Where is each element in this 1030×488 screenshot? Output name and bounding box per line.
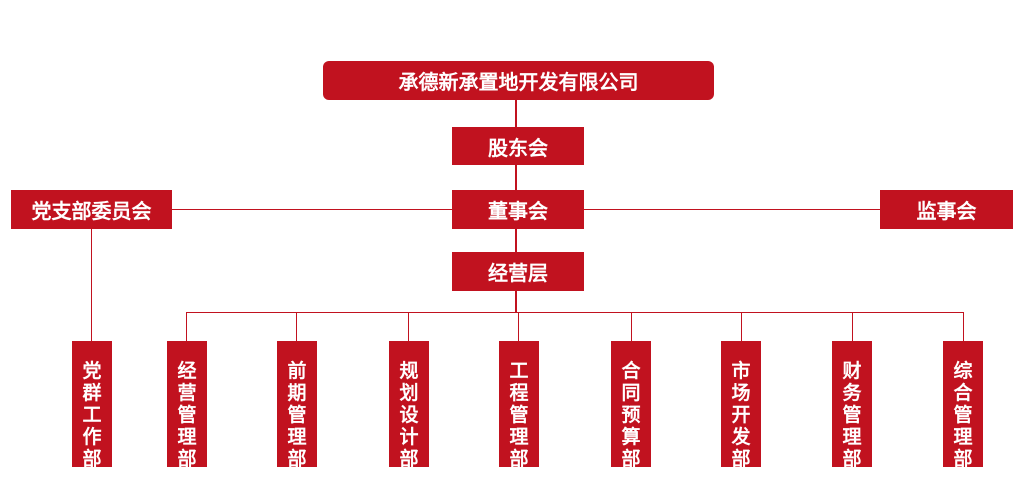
dept-market-development: 市场开发部市场开发部 bbox=[721, 341, 761, 470]
party-committee-box: 党支部委员会 bbox=[11, 190, 172, 229]
party-committee-label: 党支部委员会 bbox=[31, 199, 152, 223]
company-box: 承德新承置地开发有限公司 bbox=[323, 61, 714, 100]
connector-drop-5 bbox=[631, 312, 632, 342]
dept-finance-management: 财务管理部财务管理部 bbox=[832, 341, 872, 470]
dept-label-vertical: 党群工作部 bbox=[82, 360, 102, 470]
dept-label-vertical: 综合管理部 bbox=[953, 360, 973, 470]
dept-planning-design: 规划设计部规划设计部 bbox=[389, 341, 429, 470]
dept-party-affairs: 党群工作部党群工作部 bbox=[72, 341, 112, 470]
supervisors-label: 监事会 bbox=[916, 199, 977, 223]
shareholders-label: 股东会 bbox=[488, 135, 548, 160]
dept-label-vertical: 规划设计部 bbox=[399, 360, 419, 470]
management-box: 经营层 bbox=[452, 252, 584, 291]
dept-label-vertical: 财务管理部 bbox=[842, 360, 862, 470]
dept-label-vertical: 工程管理部 bbox=[509, 360, 529, 470]
board-label: 董事会 bbox=[488, 199, 548, 223]
connector-party-down bbox=[91, 229, 92, 342]
connector-drop-6 bbox=[741, 312, 742, 342]
dept-label-vertical: 经营管理部 bbox=[177, 360, 197, 470]
connector-drop-1 bbox=[186, 312, 187, 342]
supervisors-box: 监事会 bbox=[880, 190, 1013, 229]
board-box: 董事会 bbox=[452, 190, 584, 229]
connector-drop-7 bbox=[852, 312, 853, 342]
dept-label-vertical: 合同预算部 bbox=[621, 360, 641, 470]
management-label: 经营层 bbox=[488, 261, 548, 285]
connector-drop-3 bbox=[408, 312, 409, 342]
dept-engineering-management: 工程管理部工程管理部 bbox=[499, 341, 539, 470]
company-label: 承德新承置地开发有限公司 bbox=[398, 70, 639, 94]
connector-departments-bus bbox=[186, 312, 964, 313]
connector-drop-4 bbox=[518, 312, 519, 342]
dept-general-management: 综合管理部综合管理部 bbox=[943, 341, 983, 470]
dept-contract-budget: 合同预算部合同预算部 bbox=[611, 341, 651, 470]
shareholders-box: 股东会 bbox=[452, 127, 584, 165]
dept-label-vertical: 前期管理部 bbox=[287, 360, 307, 470]
connector-drop-2 bbox=[296, 312, 297, 342]
dept-business-management: 经营管理部经营管理部 bbox=[167, 341, 207, 470]
dept-preliminary-management: 前期管理部前期管理部 bbox=[277, 341, 317, 470]
dept-label-vertical: 市场开发部 bbox=[731, 360, 751, 470]
connector-drop-8 bbox=[963, 312, 964, 342]
